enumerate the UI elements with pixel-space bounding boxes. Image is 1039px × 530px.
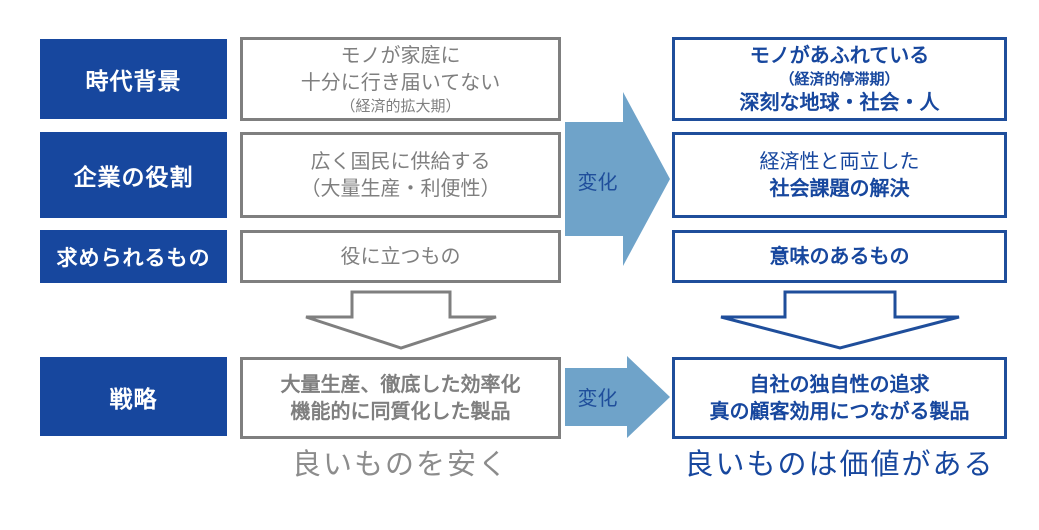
- big-right-arrow-shape: [565, 92, 670, 266]
- old-strategy-line-1: 大量生産、徹底した効率化: [280, 372, 521, 396]
- new-strategy-box: 自社の独自性の追求 真の顧客効用につながる製品: [672, 357, 1007, 439]
- big-right-arrow: [565, 92, 670, 266]
- new-down-arrow-shape: [720, 290, 960, 350]
- old-down-arrow-shape: [305, 290, 497, 350]
- new-company-role-box: 経済性と両立した 社会課題の解決: [672, 132, 1007, 218]
- old-era-background-box: モノが家庭に 十分に行き届いてない （経済的拡大期）: [240, 37, 561, 121]
- old-strategy-line-2: 機能的に同質化した製品: [290, 399, 511, 423]
- new-down-arrow: [720, 290, 960, 350]
- old-company-role-box: 広く国民に供給する （大量生産・利便性）: [240, 132, 561, 218]
- old-role-line-2: （大量生産・利便性）: [300, 176, 501, 200]
- new-role-line-2: 社会課題の解決: [769, 176, 910, 200]
- row-label-era-background: 時代背景: [40, 39, 227, 119]
- new-era-line-2: （経済的停滞期）: [779, 69, 900, 88]
- new-era-line-3: 深刻な地球・社会・人: [739, 90, 940, 115]
- new-era-background-box: モノがあふれている （経済的停滞期） 深刻な地球・社会・人: [672, 37, 1007, 121]
- strategy-right-arrow: [565, 356, 670, 438]
- old-slogan: 良いものを安く: [291, 447, 509, 481]
- new-role-line-1: 経済性と両立した: [759, 149, 920, 173]
- new-required-text: 意味のあるもの: [769, 244, 910, 268]
- new-strategy-line-2: 真の顧客効用につながる製品: [709, 399, 970, 423]
- old-role-line-1: 広く国民に供給する: [310, 149, 491, 173]
- change-label-strategy: 変化: [577, 385, 618, 410]
- old-era-line-2: 十分に行き届いてない: [300, 69, 501, 94]
- new-slogan: 良いものは価値がある: [684, 447, 995, 481]
- old-era-line-1: モノが家庭に: [340, 42, 461, 67]
- old-era-line-3: （経済的拡大期）: [340, 96, 461, 115]
- new-strategy-line-1: 自社の独自性の追求: [749, 372, 930, 396]
- row-label-company-role: 企業の役割: [40, 132, 227, 218]
- strategy-right-arrow-shape: [565, 356, 670, 438]
- old-required-box: 役に立つもの: [240, 230, 561, 283]
- row-label-strategy: 戦略: [40, 357, 227, 436]
- new-required-box: 意味のあるもの: [672, 230, 1007, 283]
- old-down-arrow: [305, 290, 497, 350]
- new-era-line-1: モノがあふれている: [749, 42, 930, 67]
- old-required-text: 役に立つもの: [340, 244, 461, 268]
- row-label-what-is-required: 求められるもの: [40, 230, 227, 283]
- old-strategy-box: 大量生産、徹底した効率化 機能的に同質化した製品: [240, 357, 561, 439]
- change-label-top: 変化: [577, 169, 618, 194]
